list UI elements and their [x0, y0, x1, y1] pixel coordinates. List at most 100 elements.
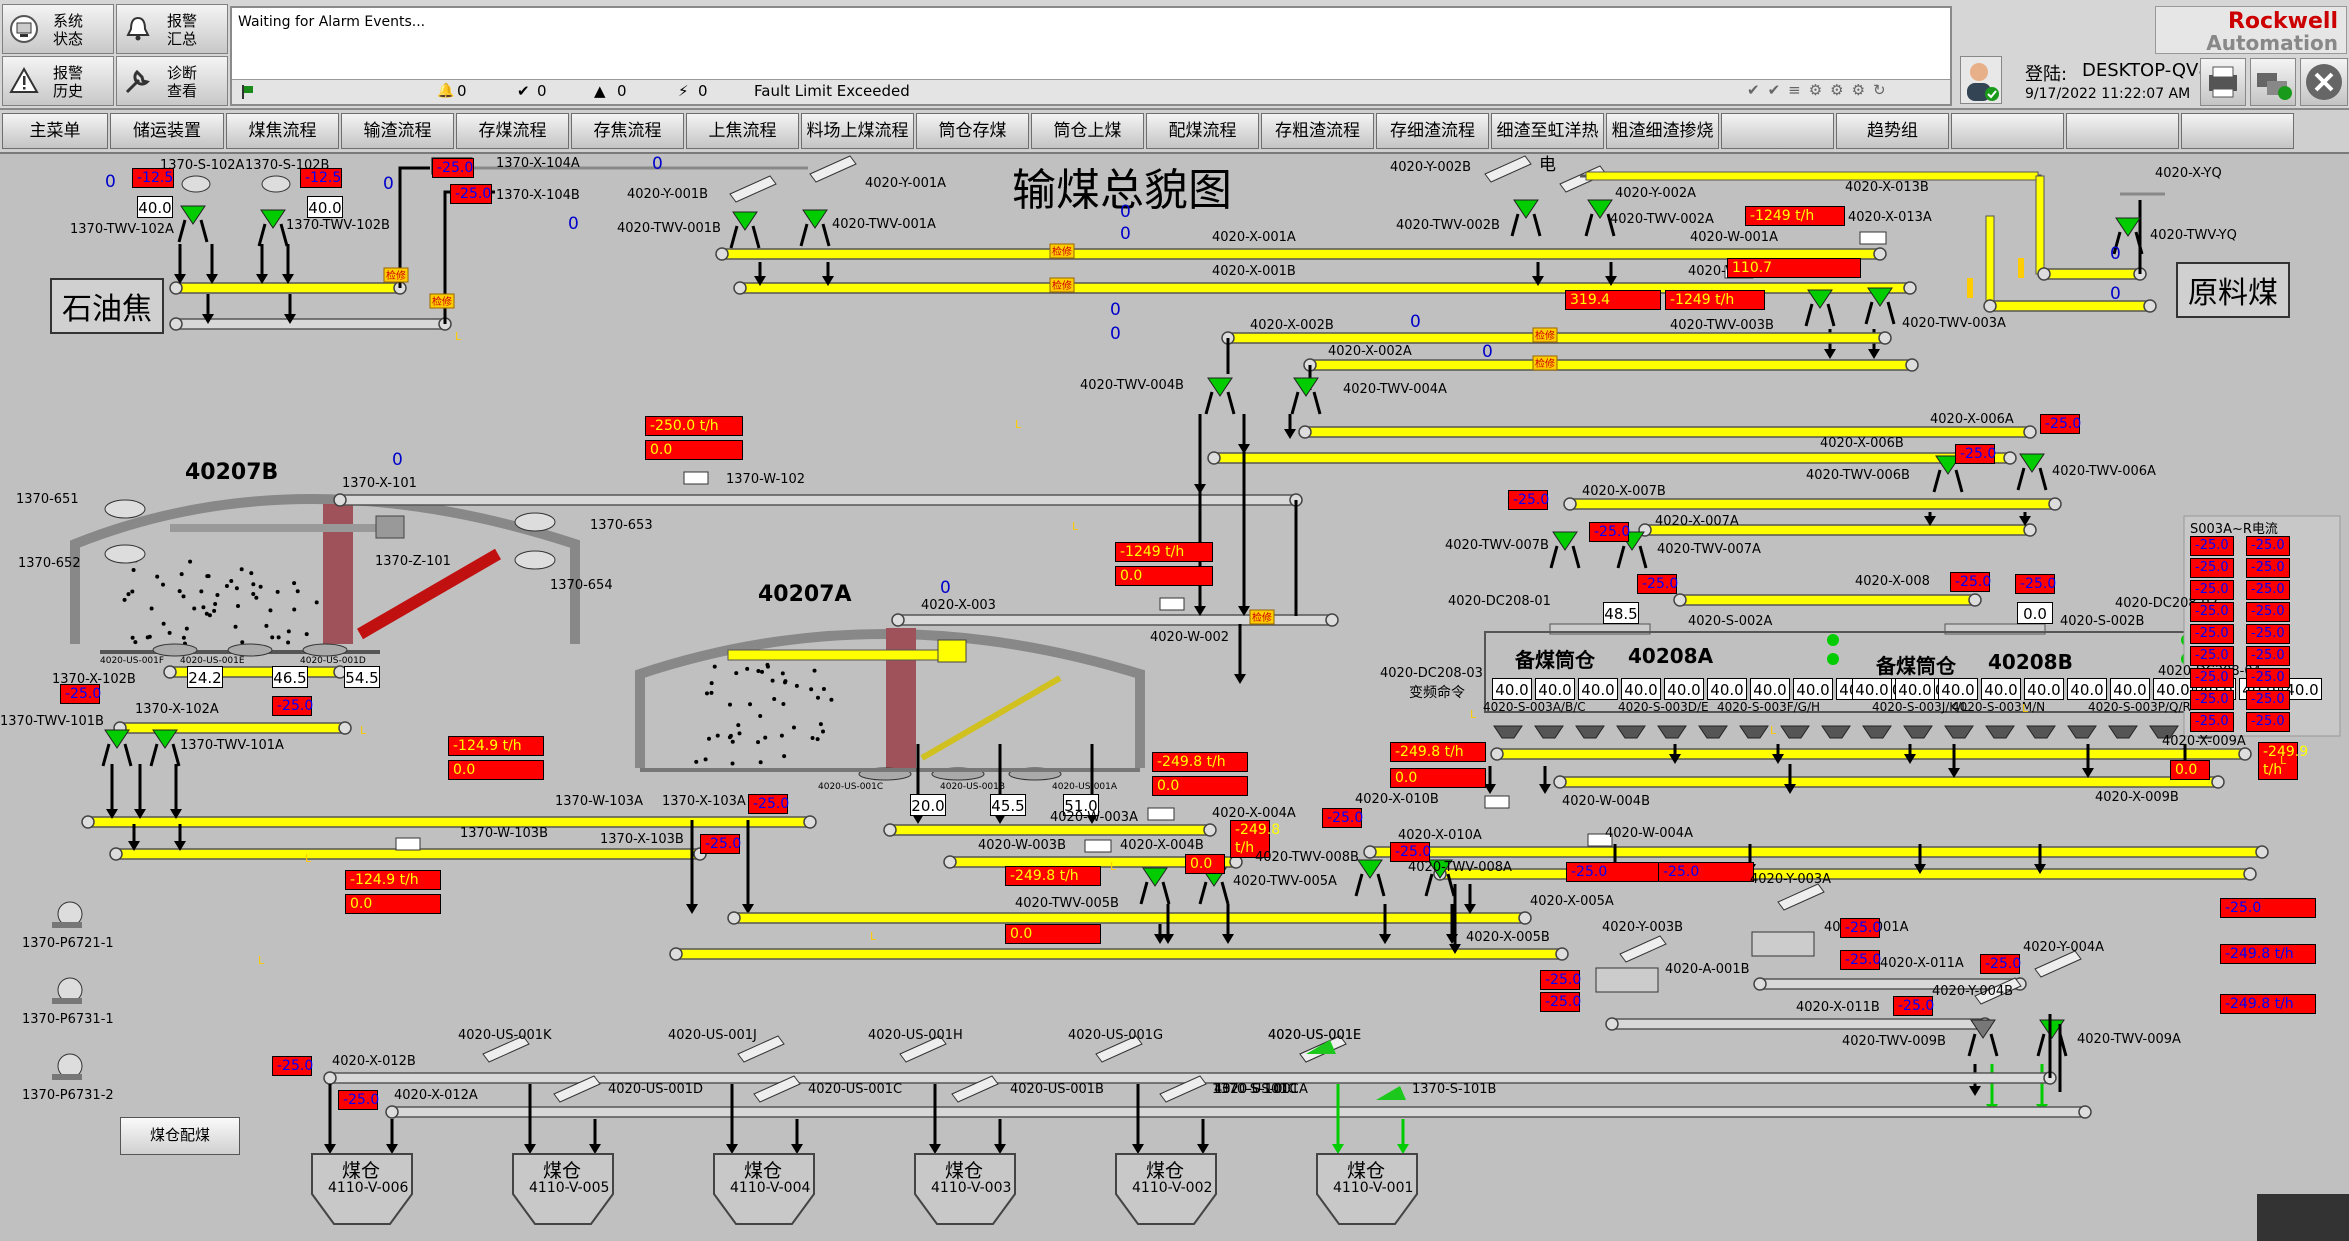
equipment-tag[interactable]: 4020-S-002B [2060, 614, 2144, 629]
value-readout[interactable]: -1249 t/h [1745, 206, 1845, 226]
setpoint-value[interactable]: 46.5 [272, 666, 308, 688]
equipment-tag[interactable]: 4020-TWV-008A [1408, 860, 1512, 875]
menu-item-13[interactable]: 细渣至虹洋热电 [1491, 113, 1604, 149]
menu-item-1[interactable]: 储运装置 [110, 113, 224, 149]
value-readout[interactable]: -249.8 t/h [1005, 866, 1101, 886]
value-readout[interactable]: -25.0 [1955, 444, 1995, 464]
equipment-tag[interactable]: 4020-US-001D [300, 656, 366, 666]
value-readout[interactable]: -25.0 [272, 696, 312, 716]
equipment-tag[interactable]: 4020-X-004A [1212, 806, 1296, 821]
setpoint-value[interactable]: 24.2 [187, 666, 223, 688]
menu-item-4[interactable]: 存煤流程 [456, 113, 569, 149]
motor-current-value[interactable]: -25.0 [2246, 690, 2290, 710]
value-readout[interactable]: -25.0 [1637, 574, 1677, 594]
value-readout[interactable]: -25.0 [1566, 862, 1662, 882]
motor-current-value[interactable]: -25.0 [2246, 712, 2290, 732]
motor-current-value[interactable]: -25.0 [2190, 580, 2234, 600]
equipment-tag[interactable]: 4020-X-002B [1250, 318, 1334, 333]
equipment-tag[interactable]: 4020-W-002 [1150, 630, 1229, 645]
equipment-tag[interactable]: 1370-653 [590, 518, 653, 533]
equipment-tag[interactable]: 4020-TWV-007A [1657, 542, 1761, 557]
coal-bunker-id[interactable]: 4110-V-004 [730, 1180, 810, 1196]
equipment-tag[interactable]: 4020-US-001F [100, 656, 164, 666]
equipment-tag[interactable]: 4020-X-013A [1848, 210, 1932, 225]
equipment-tag[interactable]: 4020-X-007B [1582, 484, 1666, 499]
value-readout[interactable]: -25.0 [1950, 572, 1990, 592]
menu-item-8[interactable]: 筒仓存煤 [916, 113, 1029, 149]
value-readout[interactable]: -25.0 [450, 184, 492, 204]
alarm-history-button[interactable]: 报警 历史 [2, 56, 114, 106]
value-readout[interactable]: -25.0 [1322, 808, 1362, 828]
equipment-tag[interactable]: 4020-Y-004A [2023, 940, 2104, 955]
equipment-tag[interactable]: 4020-W-003A [1050, 810, 1138, 825]
setpoint-value[interactable]: 40.0 [1750, 678, 1790, 700]
equipment-tag[interactable]: 1370-TWV-102B [286, 218, 390, 233]
coal-bunker-name[interactable]: 煤仓 [744, 1156, 782, 1183]
value-readout[interactable]: 0.0 [1152, 776, 1248, 796]
equipment-tag[interactable]: 1370-S-101C [1212, 1082, 1297, 1097]
equipment-tag[interactable]: 4020-TWV-005A [1233, 874, 1337, 889]
motor-current-value[interactable]: -25.0 [2190, 646, 2234, 666]
variable-frequency-label[interactable]: 变频命令 [1409, 682, 1465, 702]
equipment-tag[interactable]: 4020-X-002A [1328, 344, 1412, 359]
equipment-tag[interactable]: 1370-Z-101 [375, 554, 451, 569]
equipment-tag[interactable]: 4020-TWV-007B [1445, 538, 1549, 553]
motor-current-value[interactable]: -25.0 [2190, 690, 2234, 710]
value-readout[interactable]: -25.0 [2015, 574, 2055, 594]
setpoint-value[interactable]: 40.0 [1981, 678, 2021, 700]
setpoint-value[interactable]: 40.0 [307, 196, 343, 218]
coal-blend-button[interactable]: 煤仓配煤 [120, 1117, 240, 1155]
setpoint-value[interactable]: 54.5 [344, 666, 380, 688]
equipment-tag[interactable]: 4020-X-012B [332, 1054, 416, 1069]
equipment-tag[interactable]: 4020-W-004B [1562, 794, 1650, 809]
equipment-tag[interactable]: 1370-654 [550, 578, 613, 593]
setpoint-value[interactable]: 40.0 [1895, 678, 1935, 700]
value-readout[interactable]: -25.0 [1980, 954, 2020, 974]
value-readout[interactable]: -25.0 [700, 834, 740, 854]
alarm-banner[interactable]: Waiting for Alarm Events... 🔔 0 ✔ 0 ▲ 0 … [230, 6, 1952, 106]
equipment-tag[interactable]: 4020-X-007A [1655, 514, 1739, 529]
equipment-tag[interactable]: 4020-Y-004B [1932, 984, 2013, 999]
equipment-tag[interactable]: 4020-X-010A [1398, 828, 1482, 843]
value-readout[interactable]: -1249 t/h [1115, 542, 1213, 562]
equipment-tag[interactable]: 1370-X-101 [342, 476, 417, 491]
equipment-tag[interactable]: 4020-US-001E [1268, 1028, 1361, 1043]
menu-item-0[interactable]: 主菜单 [2, 113, 108, 149]
motor-current-value[interactable]: -25.0 [2246, 558, 2290, 578]
setpoint-value[interactable]: 45.5 [990, 794, 1026, 816]
value-readout[interactable]: -25.0 [1540, 970, 1580, 990]
setpoint-value[interactable]: 40.0 [137, 196, 173, 218]
equipment-tag[interactable]: 4020-US-001G [1068, 1028, 1163, 1043]
equipment-tag[interactable]: 4020-X-012A [394, 1088, 478, 1103]
value-readout[interactable]: -25.0 [748, 794, 788, 814]
equipment-tag[interactable]: 4020-X-001B [1212, 264, 1296, 279]
setpoint-value[interactable]: 0.0 [2017, 602, 2053, 624]
value-readout[interactable]: -25.0 [338, 1090, 378, 1110]
equipment-tag[interactable]: 4020-X-008 [1855, 574, 1930, 589]
equipment-tag[interactable]: 4020-TWV-001A [832, 217, 936, 232]
value-readout[interactable]: -12.5 [300, 168, 342, 188]
setpoint-value[interactable]: 40.0 [2024, 678, 2064, 700]
equipment-tag[interactable]: 1370-X-102A [135, 702, 219, 717]
motor-current-value[interactable]: -25.0 [2246, 602, 2290, 622]
equipment-tag[interactable]: 4020-S-003A/B/C [1483, 700, 1586, 714]
equipment-tag[interactable]: 4020-X-005A [1530, 894, 1614, 909]
setpoint-value[interactable]: 40.0 [2153, 678, 2193, 700]
value-readout[interactable]: -250.0 t/h [645, 416, 743, 436]
equipment-tag[interactable]: 1370-W-103B [460, 826, 548, 841]
value-readout[interactable]: -124.9 t/h [345, 870, 441, 890]
value-readout[interactable]: -25.0 [1589, 522, 1629, 542]
equipment-tag[interactable]: 4020-US-001K [458, 1028, 552, 1043]
equipment-tag[interactable]: 4020-US-001J [668, 1028, 757, 1043]
equipment-tag[interactable]: 1370-X-104A [496, 156, 580, 171]
equipment-tag[interactable]: 4020-TWV-006A [2052, 464, 2156, 479]
setpoint-value[interactable]: 40.0 [1707, 678, 1747, 700]
equipment-tag[interactable]: 4020-US-001A [1052, 782, 1117, 792]
equipment-tag[interactable]: 4020-W-003B [978, 838, 1066, 853]
value-readout[interactable]: -1249 t/h [1665, 290, 1765, 310]
value-readout[interactable]: 0.0 [448, 760, 544, 780]
equipment-tag[interactable]: 4020-US-001E [180, 656, 245, 666]
value-readout[interactable]: 110.7 [1727, 258, 1861, 278]
equipment-tag[interactable]: 4020-TWV-003A [1902, 316, 2006, 331]
menu-item-11[interactable]: 存粗渣流程 [1261, 113, 1374, 149]
